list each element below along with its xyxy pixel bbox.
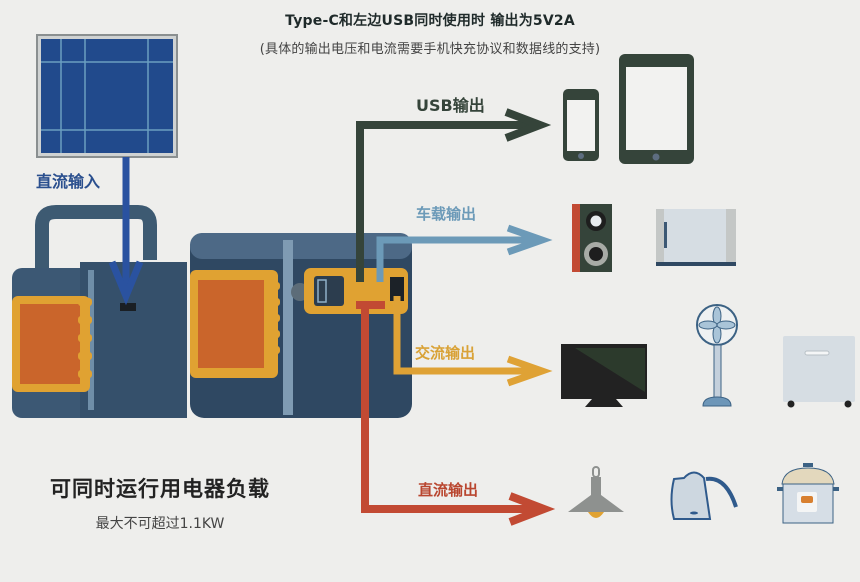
car-output-label: 车载输出 [416,205,477,223]
smartphone-icon [563,89,599,161]
tv-icon [561,344,647,407]
rice-cooker-icon [777,463,839,524]
usb-output-label: USB输出 [416,96,485,115]
page-subtitle: (具体的输出电压和电流需要手机快充协议和数据线的支持) [259,42,601,57]
load-title: 可同时运行用电器负载 [50,477,270,501]
chest-freezer-icon [783,336,855,408]
dc-input-label: 直流输入 [36,172,101,191]
dc-input-arrow [108,157,144,306]
mini-fridge-icon [656,209,736,266]
solar-panel-icon [36,34,178,158]
page-title: Type-C和左边USB同时使用时 输出为5V2A [285,13,575,29]
speaker-icon [572,204,612,272]
power-station-handle-icon [12,205,187,418]
electric-kettle-icon [670,471,738,520]
usb-output-arrow [356,108,552,282]
dc-output-arrow [356,301,556,526]
pendant-lamp-icon [568,466,624,518]
car-output-arrow [376,224,553,282]
ac-output-label: 交流输出 [415,344,476,362]
dc-output-label: 直流输出 [418,481,479,499]
load-limit: 最大不可超过1.1KW [95,516,225,532]
tablet-icon [619,54,694,164]
standing-fan-icon [696,304,738,407]
ac-output-arrow [393,296,553,387]
